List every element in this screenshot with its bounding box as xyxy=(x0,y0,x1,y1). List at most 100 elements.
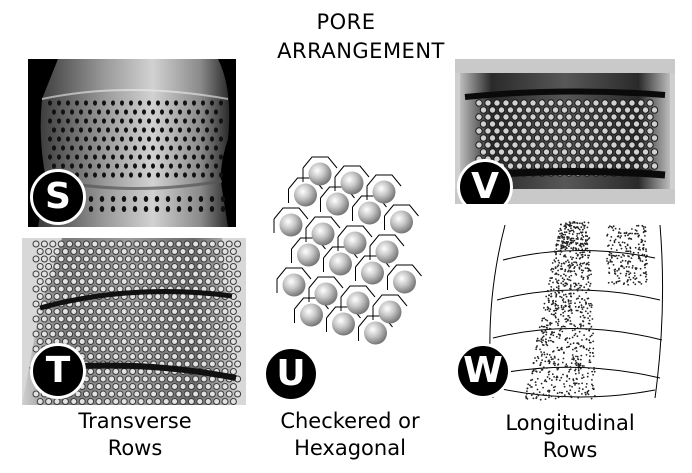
pore xyxy=(488,148,497,156)
stipple-dot xyxy=(553,259,556,261)
pore xyxy=(48,154,52,160)
pore xyxy=(99,196,105,202)
stipple-dot xyxy=(619,236,622,239)
pore xyxy=(142,145,146,151)
pore xyxy=(210,172,214,178)
stipple-dot xyxy=(543,351,545,354)
stipple-dot xyxy=(615,249,618,251)
pore xyxy=(156,100,160,106)
pore xyxy=(533,148,542,156)
pore xyxy=(623,148,632,156)
pore xyxy=(619,99,627,107)
stipple-dot xyxy=(558,391,561,394)
pore xyxy=(145,323,153,330)
stipple-dot xyxy=(573,334,576,337)
stipple-dot xyxy=(545,295,548,298)
pore xyxy=(187,383,195,390)
pore xyxy=(192,136,196,142)
stipple-dot xyxy=(640,241,643,244)
stipple-dot xyxy=(569,320,572,322)
pore xyxy=(520,113,528,121)
pore xyxy=(32,285,40,293)
stipple-dot xyxy=(567,299,570,301)
stipple-dot xyxy=(582,324,585,327)
stipple-dot xyxy=(557,273,560,276)
pore xyxy=(225,255,233,263)
pore xyxy=(192,118,196,124)
stipple-dot xyxy=(573,270,576,273)
stipple-dot xyxy=(571,262,573,265)
stipple-dot xyxy=(577,342,579,344)
pore xyxy=(614,162,623,170)
stipple-dot xyxy=(574,369,576,372)
pore xyxy=(112,323,120,330)
stipple-dot xyxy=(554,300,557,303)
pore xyxy=(120,154,124,160)
stipple-dot xyxy=(586,239,589,242)
pore xyxy=(108,270,116,278)
stipple-dot xyxy=(544,309,547,311)
stipple-dot xyxy=(546,367,548,369)
stipple-dot xyxy=(643,264,646,266)
stipple-dot xyxy=(575,309,578,312)
stipple-dot xyxy=(545,326,548,329)
pore xyxy=(108,345,116,353)
pore xyxy=(234,390,242,398)
stipple-dot xyxy=(571,358,574,360)
pore xyxy=(556,99,564,107)
pore xyxy=(142,127,146,133)
stipple-dot xyxy=(538,391,541,393)
pore xyxy=(145,398,153,405)
stipple-dot xyxy=(557,324,559,327)
pore xyxy=(141,270,149,278)
pore xyxy=(84,136,88,142)
stipple-dot xyxy=(614,238,617,241)
stipple-dot xyxy=(581,231,584,234)
stipple-dot xyxy=(552,350,554,353)
pore xyxy=(234,300,242,308)
pore xyxy=(138,136,142,142)
pore xyxy=(166,255,174,263)
pore xyxy=(538,127,546,135)
stipple-dot xyxy=(567,318,569,321)
pore xyxy=(53,248,61,255)
stipple-dot xyxy=(574,362,577,365)
pore xyxy=(36,338,44,345)
pore xyxy=(217,270,225,278)
stipple-dot xyxy=(591,318,594,320)
pore xyxy=(162,353,170,360)
stipple-dot xyxy=(569,295,572,298)
panel-s-badge: S xyxy=(30,169,86,225)
pore xyxy=(45,323,53,330)
stipple-dot xyxy=(564,224,567,227)
pore xyxy=(48,136,52,142)
stipple-dot xyxy=(635,230,638,232)
stipple-dot xyxy=(580,246,583,248)
pore xyxy=(165,172,169,178)
stipple-dot xyxy=(620,261,622,263)
pore xyxy=(57,285,65,293)
stipple-dot xyxy=(560,244,563,247)
stipple-dot xyxy=(556,392,559,395)
stipple-dot xyxy=(565,327,567,330)
cell-boundary xyxy=(369,234,405,247)
stipple-dot xyxy=(548,373,550,376)
pore xyxy=(208,345,216,353)
pore xyxy=(175,390,183,398)
stipple-dot xyxy=(576,288,578,291)
pore xyxy=(145,383,153,390)
stipple-dot xyxy=(574,282,577,285)
stipple-dot xyxy=(579,263,581,266)
pore xyxy=(221,353,229,360)
pore xyxy=(133,270,141,278)
pore xyxy=(103,398,111,405)
stipple-dot xyxy=(560,245,563,248)
stipple-dot xyxy=(581,248,584,251)
stipple-dot xyxy=(534,381,537,384)
stipple-dot xyxy=(581,365,584,367)
pore xyxy=(623,134,632,142)
stipple-dot xyxy=(565,380,568,383)
pore xyxy=(479,120,488,128)
stipple-dot xyxy=(550,358,553,361)
pore-sphere xyxy=(332,312,355,336)
